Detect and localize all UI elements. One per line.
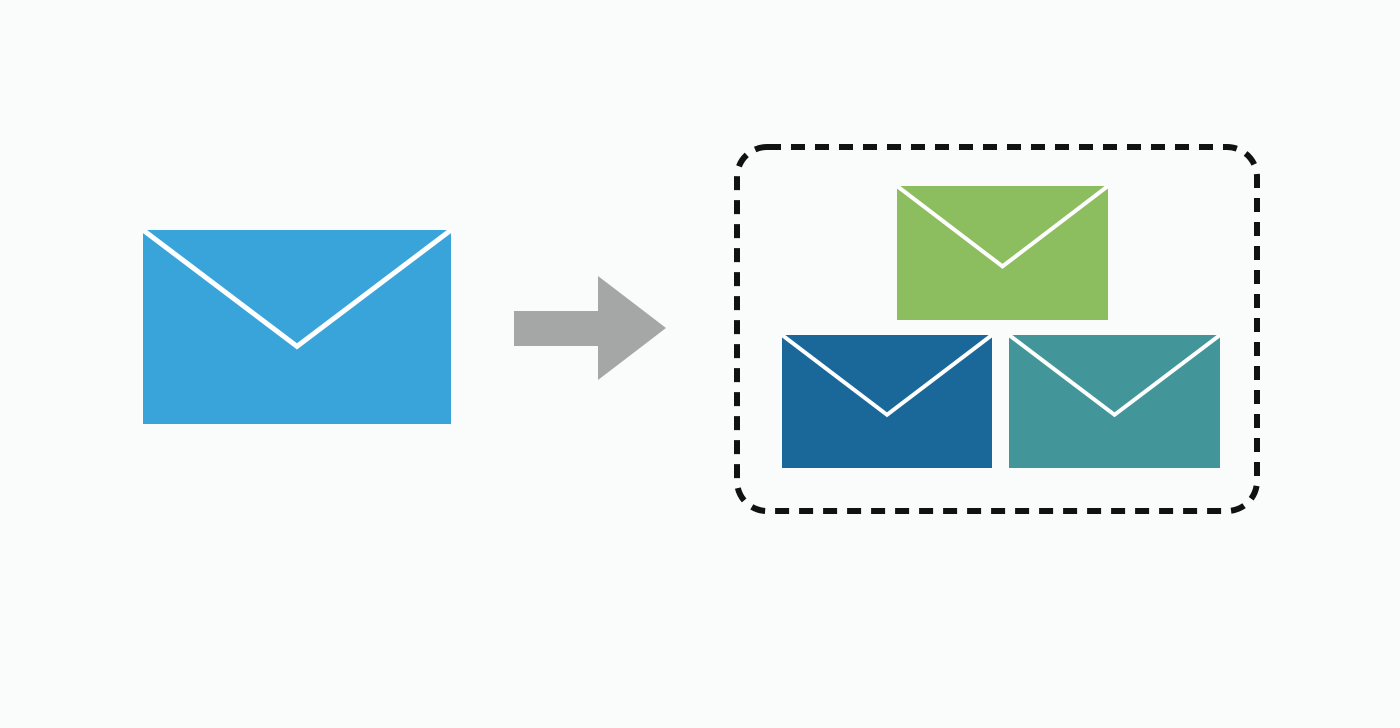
envelope-body — [897, 186, 1108, 320]
arrow-shape — [514, 276, 666, 380]
source-envelope-icon — [143, 230, 451, 424]
split-group-dashed-box — [734, 144, 1260, 514]
group-border — [734, 144, 1260, 514]
envelope-flap — [782, 335, 992, 418]
envelope-flap — [143, 230, 451, 350]
right-arrow-icon — [514, 276, 666, 380]
envelope-body — [143, 230, 451, 424]
envelope-body — [1009, 335, 1220, 468]
envelope-flap — [1009, 335, 1220, 418]
result-envelope-teal-icon — [1009, 335, 1220, 468]
result-envelope-green-icon — [897, 186, 1108, 320]
envelope-body — [782, 335, 992, 468]
envelope-flap — [897, 186, 1108, 269]
result-envelope-blue-icon — [782, 335, 992, 468]
